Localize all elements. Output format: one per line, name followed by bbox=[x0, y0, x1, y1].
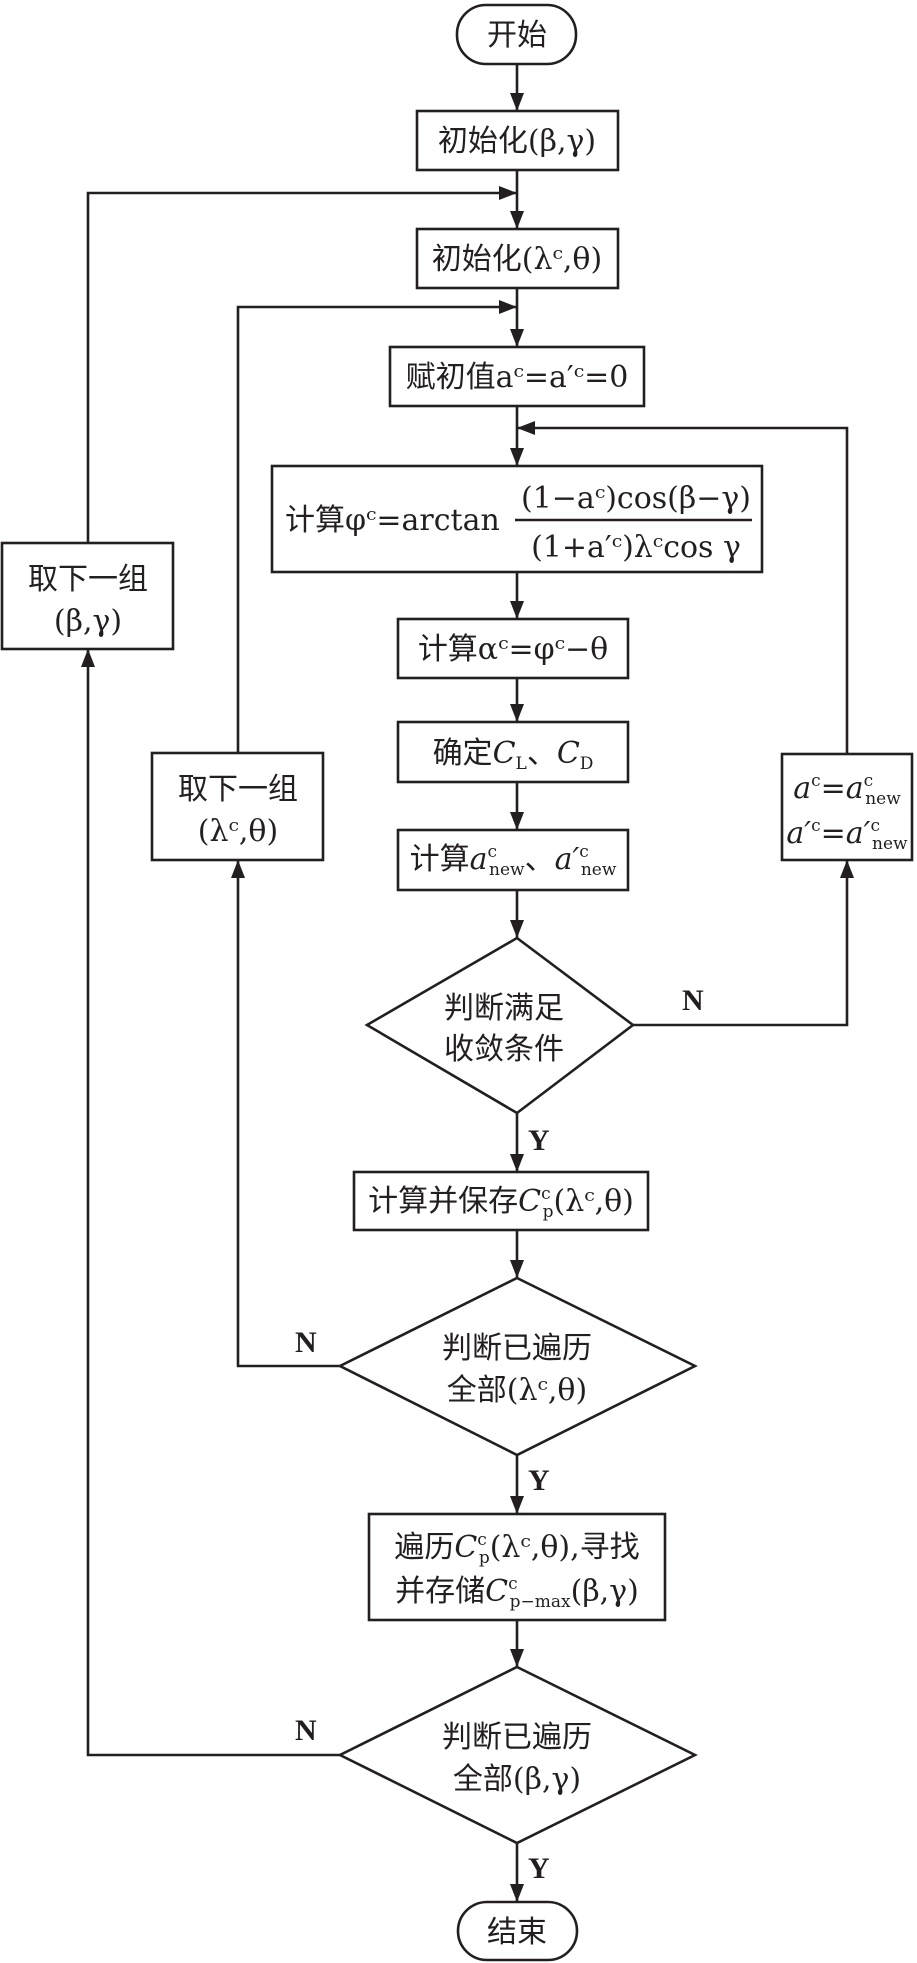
edge-next-lambda-back bbox=[236, 305, 517, 753]
arrow-down-icon bbox=[510, 601, 524, 619]
arrow-down-icon bbox=[510, 93, 524, 111]
lambda-theta-no-label: N bbox=[295, 1326, 317, 1359]
compute-save-cp-box bbox=[352, 1170, 650, 1232]
check-convergence-line2: 收敛条件 bbox=[444, 1032, 564, 1067]
check-convergence-diamond bbox=[364, 936, 636, 1115]
edge-check3-no bbox=[86, 649, 340, 1757]
edge-check2-no bbox=[236, 860, 340, 1368]
node-determine-cl-cd: 确定CL、CD bbox=[396, 720, 630, 784]
check-all-beta-gamma-diamond bbox=[337, 1665, 698, 1845]
check-all-lambda-theta-diamond bbox=[337, 1276, 698, 1457]
check-convergence-line1: 判断满足 bbox=[444, 991, 564, 1026]
arrow-down-icon bbox=[510, 704, 524, 722]
compute-phi-prefix: 计算φᶜ=arctan bbox=[285, 503, 500, 538]
determine-cl-cd-box bbox=[396, 720, 630, 784]
check-all-beta-gamma-line2: 全部(β,γ) bbox=[453, 1762, 581, 1797]
edge-update-back bbox=[517, 426, 849, 754]
node-end: 结束 bbox=[456, 1900, 579, 1962]
arrow-down-icon bbox=[510, 448, 524, 466]
arrow-down-icon bbox=[510, 329, 524, 347]
init-beta-gamma-box bbox=[415, 109, 620, 172]
arrow-down-icon bbox=[510, 211, 524, 229]
node-check-all-beta-gamma: 判断已遍历 全部(β,γ) bbox=[337, 1665, 698, 1845]
arrow-down-icon bbox=[510, 1649, 524, 1667]
next-lambda-theta-line1: 取下一组 bbox=[178, 772, 298, 807]
arrow-right-icon bbox=[499, 300, 517, 314]
next-beta-gamma-box bbox=[0, 541, 175, 651]
arrow-up-icon bbox=[840, 860, 854, 878]
next-beta-gamma-line2: (β,γ) bbox=[54, 604, 122, 639]
start-label: 开始 bbox=[487, 18, 547, 53]
beta-gamma-no-label: N bbox=[295, 1714, 317, 1747]
node-init-lambda-theta: 初始化(λᶜ,θ) bbox=[415, 227, 620, 290]
arrow-down-icon bbox=[510, 1260, 524, 1278]
init-lambda-theta-label: 初始化(λᶜ,θ) bbox=[432, 242, 602, 277]
arrow-down-icon bbox=[510, 1884, 524, 1902]
arrow-up-icon bbox=[231, 860, 245, 878]
beta-gamma-yes-label: Y bbox=[528, 1852, 550, 1885]
convergence-yes-label: Y bbox=[528, 1124, 550, 1157]
next-lambda-theta-line2: (λᶜ,θ) bbox=[198, 814, 278, 849]
node-next-beta-gamma: 取下一组 (β,γ) bbox=[0, 541, 175, 651]
end-terminal bbox=[456, 1900, 579, 1962]
node-init-beta-gamma: 初始化(β,γ) bbox=[415, 109, 620, 172]
arrow-down-icon bbox=[510, 812, 524, 830]
arrow-down-icon bbox=[510, 1496, 524, 1514]
compute-alpha-box bbox=[396, 617, 630, 680]
compute-new-box bbox=[396, 828, 630, 892]
check-all-lambda-theta-line1: 判断已遍历 bbox=[442, 1331, 592, 1366]
init-lambda-theta-box bbox=[415, 227, 620, 290]
arrowheads bbox=[81, 93, 854, 1902]
node-compute-phi: 计算φᶜ=arctan (1−aᶜ)cos(β−γ) (1+a′ᶜ)λᶜcos … bbox=[270, 464, 764, 574]
compute-phi-numerator: (1−aᶜ)cos(β−γ) bbox=[521, 481, 751, 516]
connectors bbox=[86, 64, 849, 1902]
check-all-lambda-theta-line2: 全部(λᶜ,θ) bbox=[447, 1373, 587, 1408]
determine-cl-cd-label: 确定CL、CD bbox=[433, 736, 594, 774]
node-assign-initial: 赋初值aᶜ=a′ᶜ=0 bbox=[388, 345, 646, 408]
arrow-right-icon bbox=[499, 186, 517, 200]
node-check-all-lambda-theta: 判断已遍历 全部(λᶜ,θ) bbox=[337, 1276, 698, 1457]
check-all-beta-gamma-line1: 判断已遍历 bbox=[442, 1720, 592, 1755]
update-a-box bbox=[780, 752, 914, 862]
convergence-no-label: N bbox=[682, 984, 704, 1017]
assign-initial-box bbox=[388, 345, 646, 408]
arrow-up-icon bbox=[81, 649, 95, 667]
node-next-lambda-theta: 取下一组 (λᶜ,θ) bbox=[150, 751, 325, 862]
edge-convergence-no bbox=[633, 860, 849, 1027]
compute-phi-denominator: (1+a′ᶜ)λᶜcos γ bbox=[531, 530, 741, 565]
node-start: 开始 bbox=[455, 3, 578, 66]
init-beta-gamma-label: 初始化(β,γ) bbox=[438, 124, 596, 159]
next-beta-gamma-line1: 取下一组 bbox=[28, 562, 148, 597]
end-label: 结束 bbox=[487, 1915, 547, 1950]
traverse-cp-box bbox=[367, 1512, 667, 1622]
assign-initial-label: 赋初值aᶜ=a′ᶜ=0 bbox=[406, 360, 629, 395]
arrow-down-icon bbox=[510, 1154, 524, 1172]
node-check-convergence: 判断满足 收敛条件 bbox=[364, 936, 636, 1115]
arrow-left-icon bbox=[517, 421, 535, 435]
arrow-down-icon bbox=[510, 920, 524, 938]
start-terminal bbox=[455, 3, 578, 66]
next-lambda-theta-box bbox=[150, 751, 325, 862]
lambda-theta-yes-label: Y bbox=[528, 1464, 550, 1497]
edge-next-beta-back bbox=[86, 191, 517, 543]
compute-alpha-label: 计算αᶜ=φᶜ−θ bbox=[418, 632, 608, 667]
node-compute-alpha: 计算αᶜ=φᶜ−θ bbox=[396, 617, 630, 680]
